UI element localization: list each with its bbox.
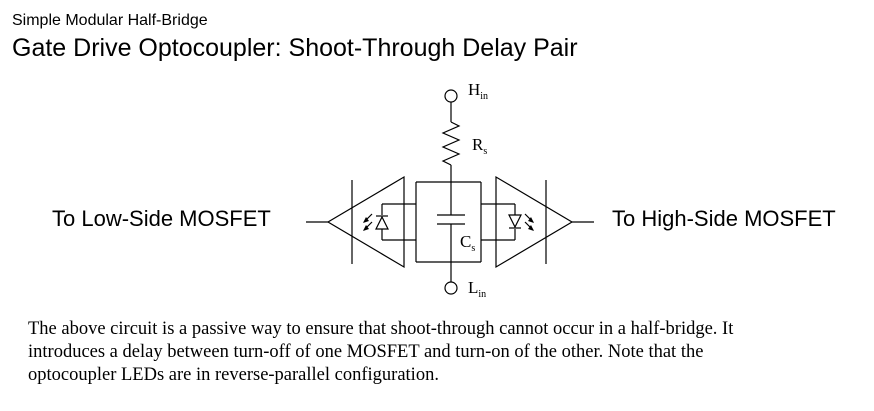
right-led — [508, 214, 522, 229]
caption-line: introduces a delay between turn-off of o… — [28, 342, 704, 362]
left-led — [375, 215, 389, 230]
page-subtitle: Simple Modular Half-Bridge — [12, 12, 208, 29]
l-in-label: Lin — [468, 278, 486, 300]
resistor-rs — [441, 121, 461, 166]
capacitor-label: Cs — [460, 232, 475, 254]
l-in-terminal — [444, 281, 458, 295]
caption-line: optocoupler LEDs are in reverse-parallel… — [28, 365, 439, 385]
h-in-terminal — [444, 89, 458, 103]
caption-paragraph: The above circuit is a passive way to en… — [28, 318, 858, 387]
low-side-mosfet-label: To Low-Side MOSFET — [52, 206, 271, 231]
caption-line: The above circuit is a passive way to en… — [28, 319, 734, 339]
right-optocoupler — [495, 175, 574, 269]
high-side-mosfet-label: To High-Side MOSFET — [612, 206, 836, 231]
page-title: Gate Drive Optocoupler: Shoot-Through De… — [12, 34, 578, 62]
h-in-label: Hin — [468, 80, 488, 102]
resistor-label: Rs — [472, 135, 487, 157]
left-optocoupler — [326, 175, 405, 269]
